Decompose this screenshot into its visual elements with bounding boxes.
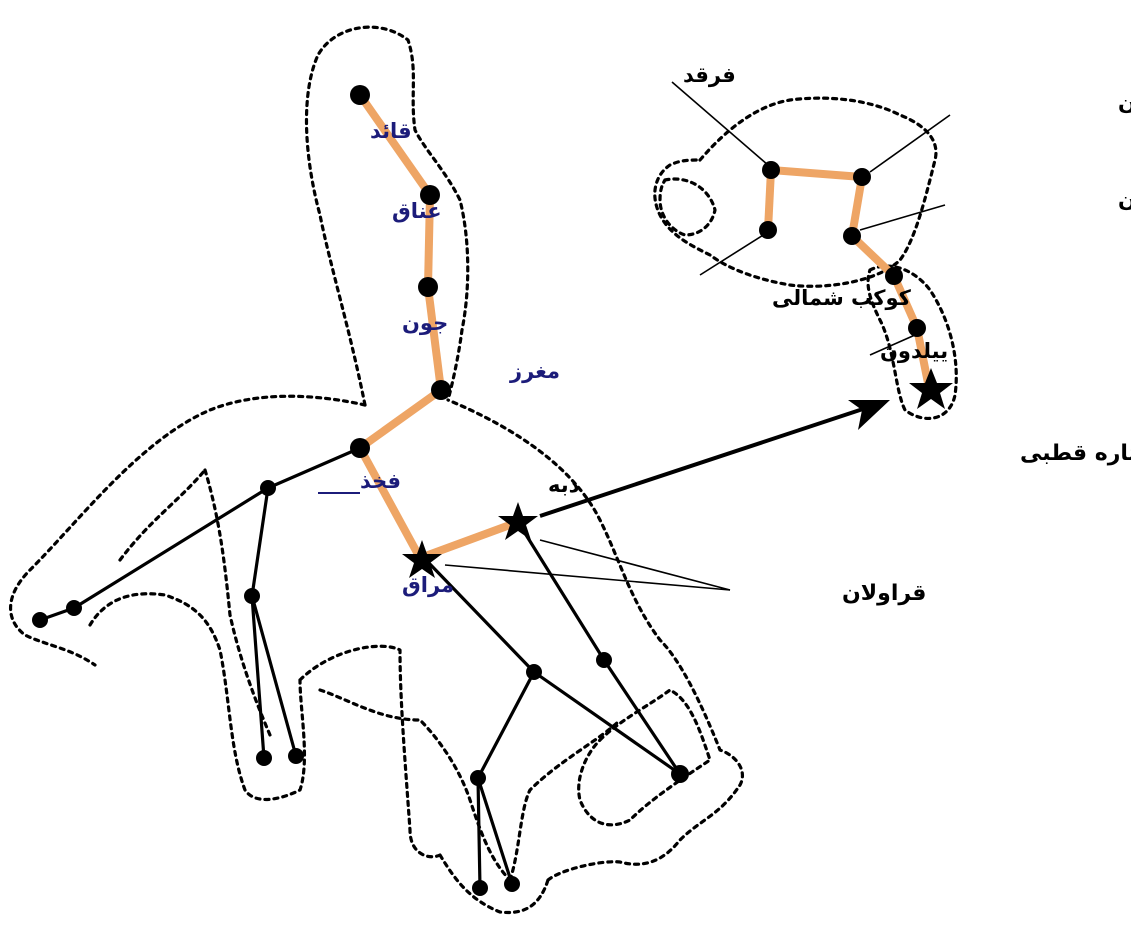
pointer-qaravolan-2	[444, 564, 731, 591]
hind-leg-a-line	[250, 594, 266, 760]
star-dot	[596, 652, 612, 668]
pointer-anvar	[869, 114, 951, 173]
front-foot-a-line	[476, 776, 482, 890]
ursa-major-head-outline	[577, 688, 712, 827]
pointer-qaravolan-1	[539, 539, 731, 591]
star-dot-jun	[418, 277, 438, 297]
star-dot	[244, 588, 260, 604]
hind-back-line	[266, 446, 362, 490]
dipper-seg-2	[424, 194, 434, 288]
front-foot-b-line	[476, 776, 514, 886]
dipper-seg-3	[424, 286, 445, 391]
ursa-minor-outline	[653, 96, 958, 420]
head-line-a	[532, 670, 682, 776]
dipper-seg-1	[356, 92, 434, 198]
star-dot-kowkab	[759, 221, 777, 239]
dipper-seg-6	[418, 518, 520, 562]
star-dot	[504, 876, 520, 892]
hind-leg-b-line	[250, 594, 298, 758]
star-dot	[470, 770, 486, 786]
ursa-minor-tail-outline	[866, 264, 958, 420]
star-dot-akhfa	[843, 227, 861, 245]
star-dot-maghraz	[431, 380, 451, 400]
star-dot	[260, 480, 276, 496]
ursa-major-foreleg-outline	[318, 688, 622, 882]
star-dot	[526, 664, 542, 680]
dipper-seg-4	[357, 386, 444, 452]
ursa-major-outline	[9, 25, 744, 915]
little-seg-5	[890, 274, 921, 330]
label-setareh-qotbi: ستاره قطبی	[1020, 441, 1131, 466]
label-kowkab-shomali: کوکب شمالی	[772, 286, 912, 310]
star-dots	[32, 85, 926, 896]
label-maghraz: مغرز	[509, 359, 560, 383]
little-seg-2	[764, 169, 775, 231]
star-icon	[402, 540, 442, 578]
label-qaed: قائد	[370, 119, 412, 143]
label-akhfa-farqadin: اخفی‌الفرقدین	[1118, 186, 1131, 210]
label-maragh: مراق	[402, 573, 454, 597]
arrow-icon	[539, 400, 890, 518]
big-dipper-lines	[356, 92, 520, 562]
star-markers	[402, 368, 953, 578]
little-seg-4	[849, 233, 897, 279]
star-dot-yeyldoon	[908, 319, 926, 337]
label-yeyldoon: ییلدون	[880, 339, 948, 363]
ursa-minor-head-outline	[658, 177, 717, 237]
ursa-minor-labels: فرقد انورالفرقدین اخفی‌الفرقدین کوکب شما…	[683, 63, 1131, 466]
star-dot	[256, 750, 272, 766]
label-farqad: فرقد	[683, 63, 736, 87]
pointer-akhfa	[859, 204, 946, 231]
star-dot-qaed	[350, 85, 370, 105]
hind-tail-line	[72, 486, 270, 610]
pointer-yeyldoon	[869, 334, 916, 356]
front-leg-line	[476, 670, 536, 780]
star-icon	[498, 502, 538, 540]
hind-thigh-line	[250, 486, 270, 598]
star-dot	[288, 748, 304, 764]
dipper-seg-5	[356, 446, 424, 560]
pointer-farqad	[671, 81, 769, 166]
star-dot-anaq	[420, 185, 440, 205]
star-dot	[66, 600, 82, 616]
star-dot-anvar	[853, 168, 871, 186]
label-qaravolan: قراولان	[842, 581, 926, 606]
star-dot	[671, 765, 689, 783]
star-icon	[909, 368, 953, 409]
label-dobbe: دبه	[548, 473, 580, 497]
ursa-major-labels: قائد عناق جون مغرز فخذ دبه مراق قراولان	[318, 119, 926, 606]
ursa-major-figure-lines	[38, 446, 682, 890]
ursa-major-hindleg-outline	[118, 468, 272, 737]
head-line-b	[516, 520, 606, 662]
star-dot	[472, 880, 488, 896]
little-seg-1	[770, 166, 863, 181]
star-dot	[885, 267, 903, 285]
little-seg-3	[848, 176, 866, 237]
ursa-minor-body-outline	[653, 96, 938, 288]
star-dot	[32, 612, 48, 628]
head-line-c	[602, 658, 682, 776]
front-body-line	[424, 558, 536, 674]
star-dot-farqad	[762, 161, 780, 179]
star-dot-fakhz	[350, 438, 370, 458]
label-anaq: عناق	[392, 199, 442, 223]
ursa-major-body-outline	[9, 394, 744, 915]
label-fakhz: فخذ	[360, 469, 401, 493]
label-jun: جون	[402, 311, 448, 335]
ursa-major-tail-outline	[304, 25, 470, 407]
pointer-lines	[444, 81, 951, 591]
pointer-kowkab	[699, 231, 769, 276]
label-anvar-farqadin: انورالفرقدین	[1118, 89, 1131, 113]
